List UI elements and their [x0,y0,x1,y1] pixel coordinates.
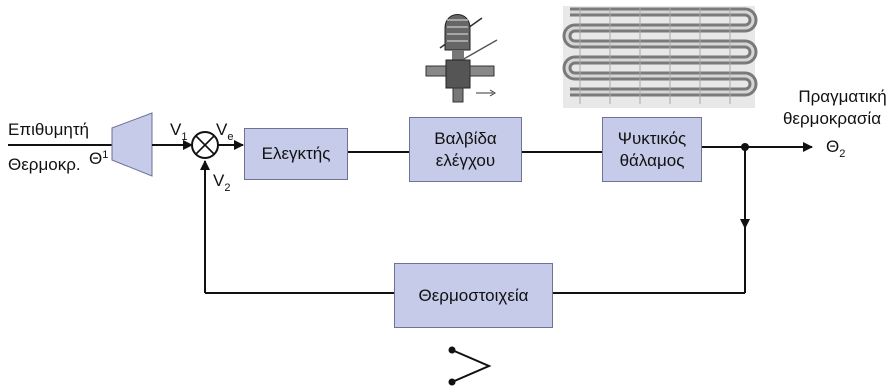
controller-block: Ελεγκτής [244,128,348,180]
ve-symbol: V [216,120,228,139]
v1-subscript: 1 [181,131,188,143]
valve-label: Βαλβίδα ελέγχου [434,129,497,170]
theta2-subscript: 2 [839,148,846,160]
output-label: Πραγματική [798,87,887,106]
sensor-block: Θερμοστοιχεία [394,263,553,328]
controller-label: Ελεγκτής [261,144,331,164]
evaporator-coil-icon [562,6,758,108]
chamber-block: Ψυκτικός θάλαμος [602,117,702,182]
v2-symbol: V [213,171,225,190]
input-label: Επιθυμητή [8,120,90,139]
v1-symbol: V [170,120,182,139]
output-label-2: θερμοκρασία [782,109,882,128]
summing-junction [191,131,219,159]
theta1-symbol: Θ [89,149,103,168]
v2-subscript: 2 [224,182,231,194]
expansion-valve-icon [425,14,498,103]
thermocouple-icon [448,346,492,386]
chamber-label: Ψυκτικός θάλαμος [617,129,687,170]
input-label-2: Θερμοκρ. [8,155,81,174]
ve-subscript: e [227,131,234,143]
theta1-label: Θ1 [89,149,109,168]
theta2-symbol: Θ [826,137,840,156]
theta2-label: Θ2 [826,137,845,160]
sensor-label: Θερμοστοιχεία [418,285,529,305]
v2-label: V2 [213,171,230,194]
input-transducer [111,112,153,177]
v1-label: V1 [170,120,187,143]
valve-block: Βαλβίδα ελέγχου [409,117,522,182]
theta1-subscript: 1 [102,149,109,161]
ve-label: Ve [216,120,233,143]
